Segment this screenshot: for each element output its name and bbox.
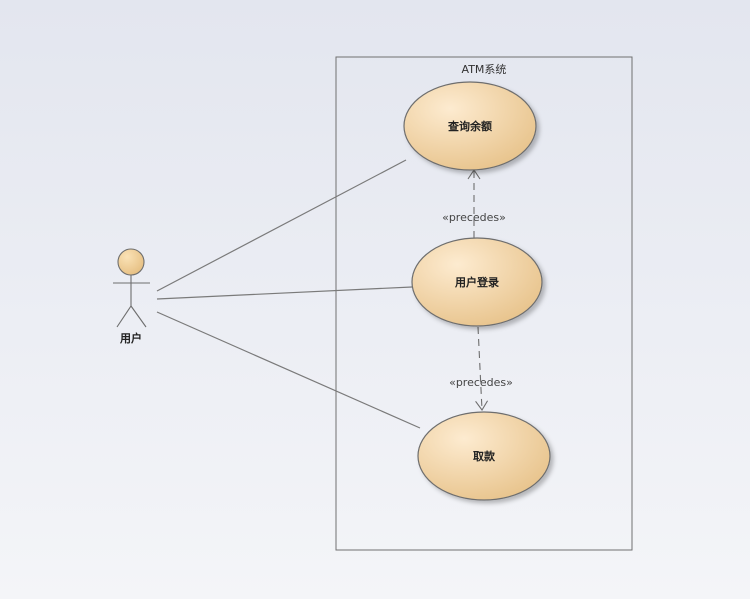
dependency-login-withdraw[interactable]: «precedes» xyxy=(449,326,513,411)
actor-user[interactable]: 用户 xyxy=(113,248,150,345)
usecase-label: 查询余额 xyxy=(448,119,492,133)
association-login[interactable] xyxy=(156,286,413,300)
usecase-withdraw[interactable]: 取款 xyxy=(417,411,551,501)
usecase-login[interactable]: 用户登录 xyxy=(411,237,543,327)
association-withdraw[interactable] xyxy=(156,311,421,429)
dependency-login-balance[interactable]: «precedes» xyxy=(442,169,506,238)
stereotype-label: «precedes» xyxy=(449,376,513,389)
associations xyxy=(156,159,421,429)
usecase-balance[interactable]: 查询余额 xyxy=(403,81,537,171)
actor-head-icon xyxy=(117,248,145,276)
usecase-label: 用户登录 xyxy=(455,275,499,289)
actor-name: 用户 xyxy=(120,331,142,345)
system-title: ATM系统 xyxy=(462,63,507,76)
association-balance[interactable] xyxy=(156,159,407,292)
usecase-label: 取款 xyxy=(473,449,496,463)
system-boundary: ATM系统 xyxy=(335,56,633,551)
stereotype-label: «precedes» xyxy=(442,211,506,224)
